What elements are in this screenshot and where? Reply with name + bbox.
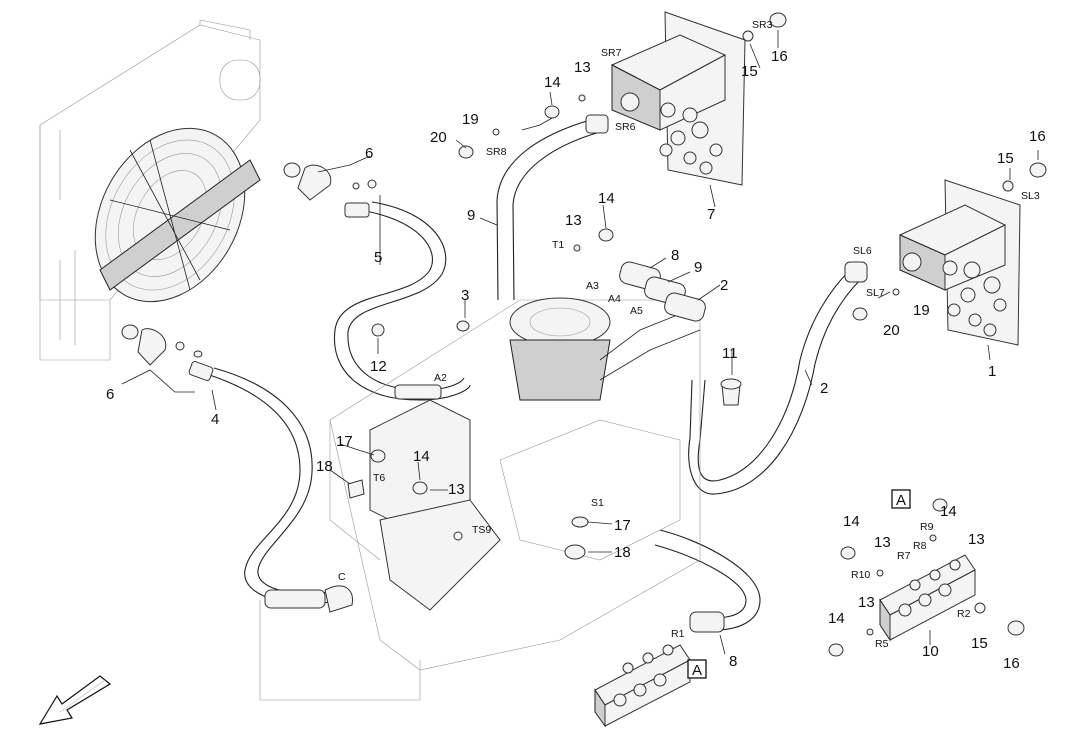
callout-8: 8 <box>671 247 679 264</box>
callout-20: 20 <box>883 322 900 339</box>
callout-14: 14 <box>940 503 957 520</box>
port-label-A2: A2 <box>434 372 447 384</box>
callout-17: 17 <box>614 517 631 534</box>
port-label-S1: S1 <box>591 497 604 509</box>
callout-10: 10 <box>922 643 939 660</box>
callout-19: 19 <box>913 302 930 319</box>
callout-18: 18 <box>614 544 631 561</box>
callout-13: 13 <box>565 212 582 229</box>
callout-14: 14 <box>544 74 561 91</box>
view-a-marker-bottom: A <box>687 659 707 679</box>
port-label-T6: T6 <box>373 472 385 484</box>
part-callouts: 1 2 2 3 4 5 6 6 7 8 8 9 9 10 11 12 13 13… <box>106 48 1046 672</box>
callout-13: 13 <box>968 531 985 548</box>
callout-17: 17 <box>336 433 353 450</box>
view-a-label: A <box>896 492 906 509</box>
port-label-SL6: SL6 <box>853 245 872 257</box>
callout-2: 2 <box>820 380 828 397</box>
leader-lines <box>121 30 1039 655</box>
manifold-bottom <box>594 644 691 728</box>
callout-8: 8 <box>729 653 737 670</box>
callout-14: 14 <box>413 448 430 465</box>
port-label-SL3: SL3 <box>1021 190 1040 202</box>
callout-3: 3 <box>461 287 469 304</box>
callout-14: 14 <box>828 610 845 627</box>
valve-block-7-fittings <box>659 102 723 175</box>
callout-11: 11 <box>722 345 738 362</box>
view-a-label: A <box>692 662 702 679</box>
radiator-fan-assembly <box>39 19 261 361</box>
callout-13: 13 <box>448 481 465 498</box>
valve-block-1-fittings <box>942 260 1007 337</box>
callout-13: 13 <box>858 594 875 611</box>
port-label-R7: R7 <box>897 550 911 562</box>
port-labels: SR3 SR7 SR6 SR8 SL3 SL6 SL7 T1 A2 A3 A4 … <box>338 19 1040 650</box>
valve-block-7 <box>610 11 746 186</box>
port-label-A4: A4 <box>608 293 621 305</box>
port-label-SL7: SL7 <box>866 287 885 299</box>
manifold-10 <box>879 554 976 642</box>
callout-19: 19 <box>462 111 479 128</box>
hose-5 <box>333 201 471 401</box>
callout-15: 15 <box>741 63 758 80</box>
callout-18: 18 <box>316 458 333 475</box>
small-parts <box>121 12 1047 657</box>
callout-6: 6 <box>365 145 373 162</box>
port-label-A3: A3 <box>586 280 599 292</box>
port-label-R10: R10 <box>851 569 870 581</box>
callout-15: 15 <box>997 150 1014 167</box>
hose-8 <box>654 529 761 633</box>
port-label-TS9: TS9 <box>472 524 491 536</box>
port-label-SR6: SR6 <box>615 121 636 133</box>
callout-13: 13 <box>874 534 891 551</box>
direction-arrow-icon <box>38 675 112 725</box>
callout-20: 20 <box>430 129 447 146</box>
callout-5: 5 <box>374 249 382 266</box>
port-label-A5: A5 <box>630 305 643 317</box>
valve-block-1 <box>898 179 1021 346</box>
callout-14: 14 <box>598 190 615 207</box>
callout-14: 14 <box>843 513 860 530</box>
hose-9 <box>496 114 609 301</box>
callout-13: 13 <box>574 59 591 76</box>
callout-9: 9 <box>694 259 702 276</box>
callout-16: 16 <box>771 48 788 65</box>
port-label-T1: T1 <box>552 239 564 251</box>
callout-16: 16 <box>1003 655 1020 672</box>
port-label-SR8: SR8 <box>486 146 507 158</box>
callout-15: 15 <box>971 635 988 652</box>
callout-2: 2 <box>720 277 728 294</box>
callout-1: 1 <box>988 363 996 380</box>
port-label-R8: R8 <box>913 540 927 552</box>
callout-7: 7 <box>707 206 715 223</box>
port-label-SR3: SR3 <box>752 19 773 31</box>
port-label-SR7: SR7 <box>601 47 622 59</box>
hose-4 <box>188 361 354 613</box>
callout-16: 16 <box>1029 128 1046 145</box>
port-label-C: C <box>338 571 346 583</box>
hose-2 <box>688 261 868 495</box>
port-label-R9: R9 <box>920 521 934 533</box>
port-label-R1: R1 <box>671 628 685 640</box>
view-a-marker-top: A <box>891 489 911 509</box>
callout-4: 4 <box>211 411 219 428</box>
pump-tank-assembly <box>259 261 706 701</box>
port-label-R2: R2 <box>957 608 971 620</box>
callout-9: 9 <box>467 207 475 224</box>
callout-12: 12 <box>370 358 387 375</box>
callout-6: 6 <box>106 386 114 403</box>
port-label-R5: R5 <box>875 638 889 650</box>
